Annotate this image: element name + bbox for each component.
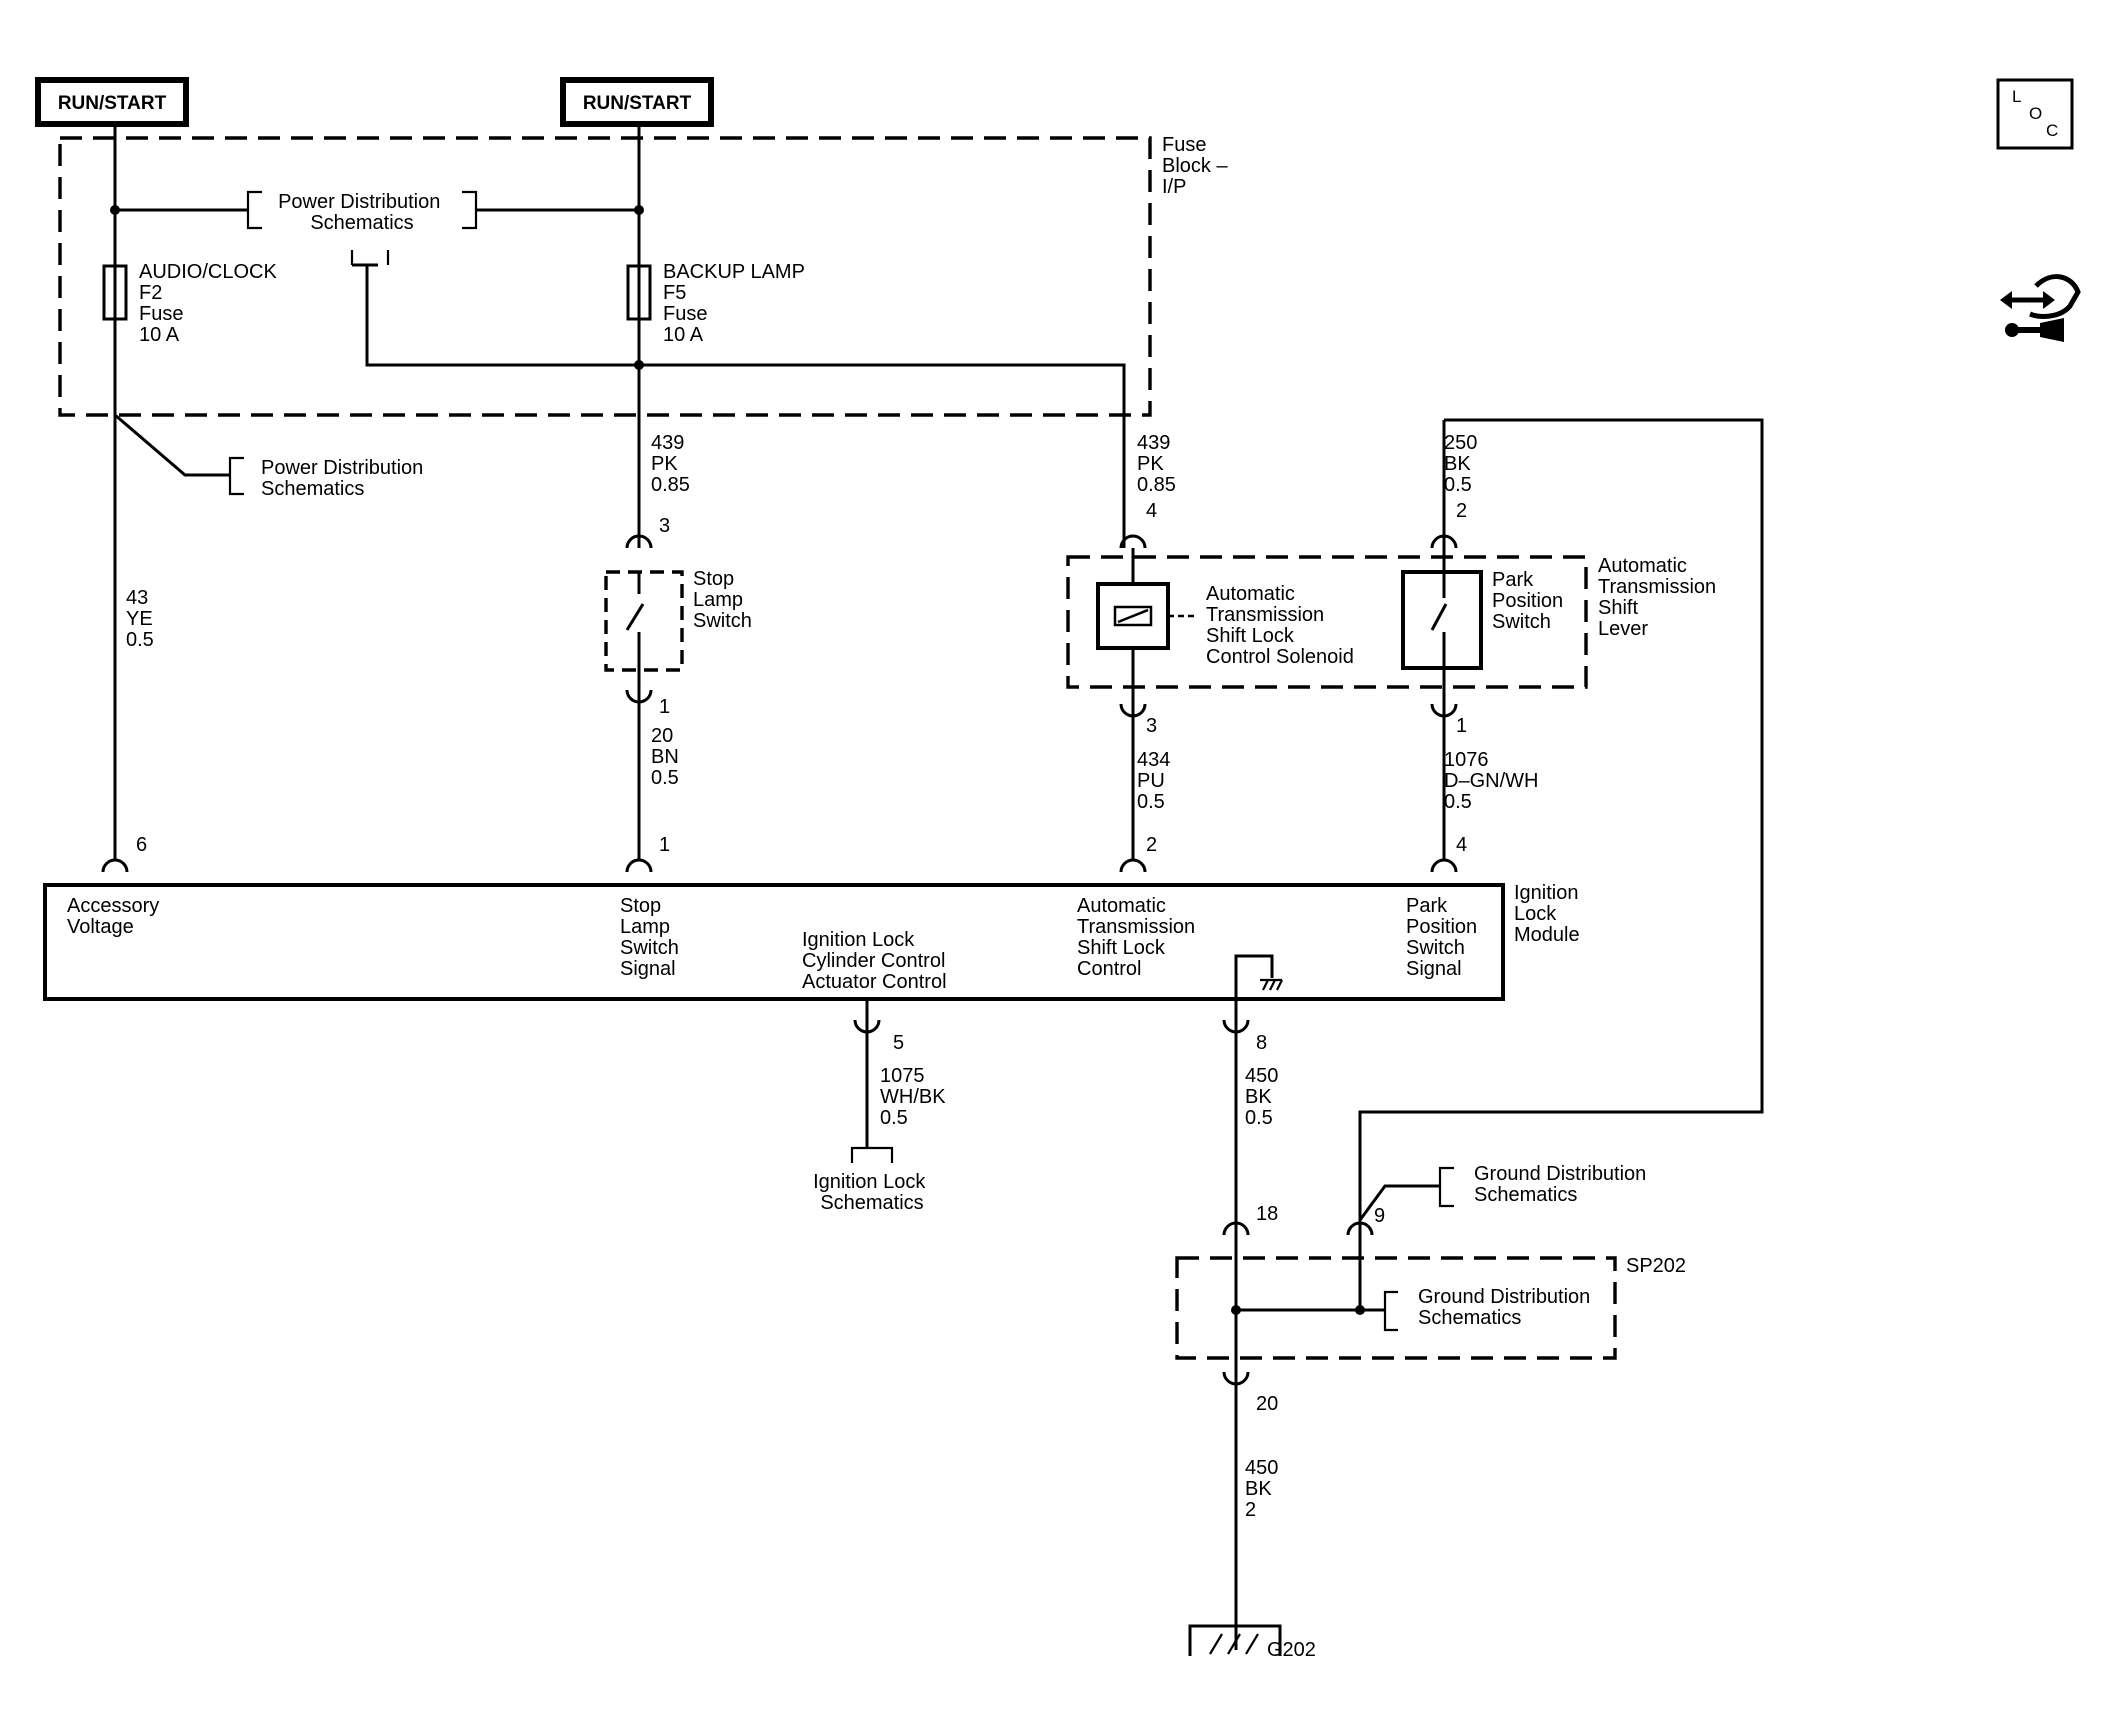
svg-text:O: O (2029, 104, 2042, 123)
g202-label: G202 (1267, 1639, 1316, 1661)
wire-1075-label: 1075 WH/BK 0.5 (880, 1065, 951, 1129)
run-start-right: RUN/START (560, 77, 714, 127)
pin-label: 6 (136, 834, 147, 856)
run-start-left: RUN/START (35, 77, 189, 127)
bracket (1383, 1290, 1398, 1332)
pin-label: 1 (659, 834, 670, 856)
park-position-switch-icon (1401, 570, 1483, 670)
stop-lamp-switch-boundary (604, 570, 684, 672)
pin-label: 5 (893, 1032, 904, 1054)
shift-lever-boundary (1066, 555, 1588, 689)
wire-439-right-line (352, 263, 1126, 548)
ground-dist-upper-tap (1358, 1184, 1440, 1221)
splice-dot (110, 205, 120, 215)
wire-1076-label: 1076 D–GN/WH 0.5 (1444, 749, 1544, 813)
power-dist-top-label: Power Distribution Schematics (278, 191, 446, 234)
shift-lever-label: Automatic Transmission Shift Lever (1598, 555, 1722, 640)
fuse-f5-label: BACKUP LAMP F5 Fuse 10 A (663, 261, 810, 346)
fuse-block-title: Fuse Block – I/P (1162, 134, 1233, 198)
wire-450a-label: 450 BK 0.5 (1245, 1065, 1284, 1129)
wire-439-left-label: 439 PK 0.85 (651, 432, 690, 496)
wire-43-label: 43 YE 0.5 (126, 587, 158, 651)
sp202-label: SP202 (1626, 1255, 1686, 1277)
run-start-left-label: RUN/START (58, 93, 167, 114)
pin-label: 2 (1146, 834, 1157, 856)
bracket (228, 456, 244, 496)
pin-label: 1 (1456, 715, 1467, 737)
park-position-signal-label: Park Position Switch Signal (1406, 895, 1483, 980)
splice-dot (634, 205, 644, 215)
power-dist-left-label: Power Distribution Schematics (261, 457, 429, 500)
ign-lock-actuator-label: Ignition Lock Cylinder Control Actuator … (802, 929, 951, 993)
loc-icon[interactable]: L O C (1996, 78, 2074, 150)
pin-label: 4 (1456, 834, 1467, 856)
sp202-boundary (1175, 1256, 1617, 1360)
pin-label: 18 (1256, 1203, 1278, 1225)
bracket (850, 1146, 894, 1163)
ground-dist-lower-label: Ground Distribution Schematics (1418, 1286, 1596, 1329)
pin-label: 3 (659, 515, 670, 537)
splice-dot (1355, 1305, 1365, 1315)
stop-lamp-signal-label: Stop Lamp Switch Signal (620, 895, 684, 980)
pin-label: 8 (1256, 1032, 1267, 1054)
wire-250-label: 250 BK 0.5 (1444, 432, 1483, 496)
bracket (246, 190, 262, 230)
svg-text:L: L (2012, 87, 2021, 106)
ground-dist-upper-label: Ground Distribution Schematics (1474, 1163, 1652, 1206)
internal-ground-icon (1234, 954, 1283, 1000)
connector-arrows-icon[interactable] (2000, 274, 2081, 342)
pin-label: 4 (1146, 500, 1157, 522)
bracket (350, 250, 390, 265)
wire-20-label: 20 BN 0.5 (651, 725, 684, 789)
accessory-voltage-label: Accessory Voltage (67, 895, 165, 938)
module-name: Ignition Lock Module (1514, 882, 1584, 946)
stop-lamp-switch-icon (625, 603, 645, 631)
svg-text:C: C (2046, 121, 2058, 140)
splice-dot (634, 360, 644, 370)
pin-label: 3 (1146, 715, 1157, 737)
ignition-lock-module-box (43, 883, 1505, 1001)
solenoid-label: Automatic Transmission Shift Lock Contro… (1206, 583, 1354, 668)
park-position-switch-label: Park Position Switch (1492, 569, 1569, 633)
connector-arcs (101, 534, 1458, 1386)
pin-label: 9 (1374, 1205, 1385, 1227)
pin-label: 1 (659, 696, 670, 718)
fuse-f2-label: AUDIO/CLOCK F2 Fuse 10 A (139, 261, 282, 346)
bracket (1438, 1166, 1454, 1208)
ignition-lock-schematics-label: Ignition Lock Schematics (813, 1171, 931, 1214)
bracket (462, 190, 478, 230)
wire-450b-label: 450 BK 2 (1245, 1457, 1284, 1521)
wire-250-line (1358, 418, 1764, 1235)
ground-g202-icon (1188, 1624, 1282, 1656)
shift-lock-control-label: Automatic Transmission Shift Lock Contro… (1077, 895, 1201, 980)
splice-dot (1231, 1305, 1241, 1315)
pin-label: 2 (1456, 500, 1467, 522)
power-dist-left-tap (114, 413, 230, 477)
stop-lamp-switch-label: Stop Lamp Switch (693, 568, 752, 632)
wire-434-label: 434 PU 0.5 (1137, 749, 1176, 813)
fuse-block-boundary (58, 136, 1152, 417)
run-start-right-label: RUN/START (583, 93, 692, 114)
wire-439-right-label: 439 PK 0.85 (1137, 432, 1176, 496)
pin-label: 20 (1256, 1393, 1278, 1415)
